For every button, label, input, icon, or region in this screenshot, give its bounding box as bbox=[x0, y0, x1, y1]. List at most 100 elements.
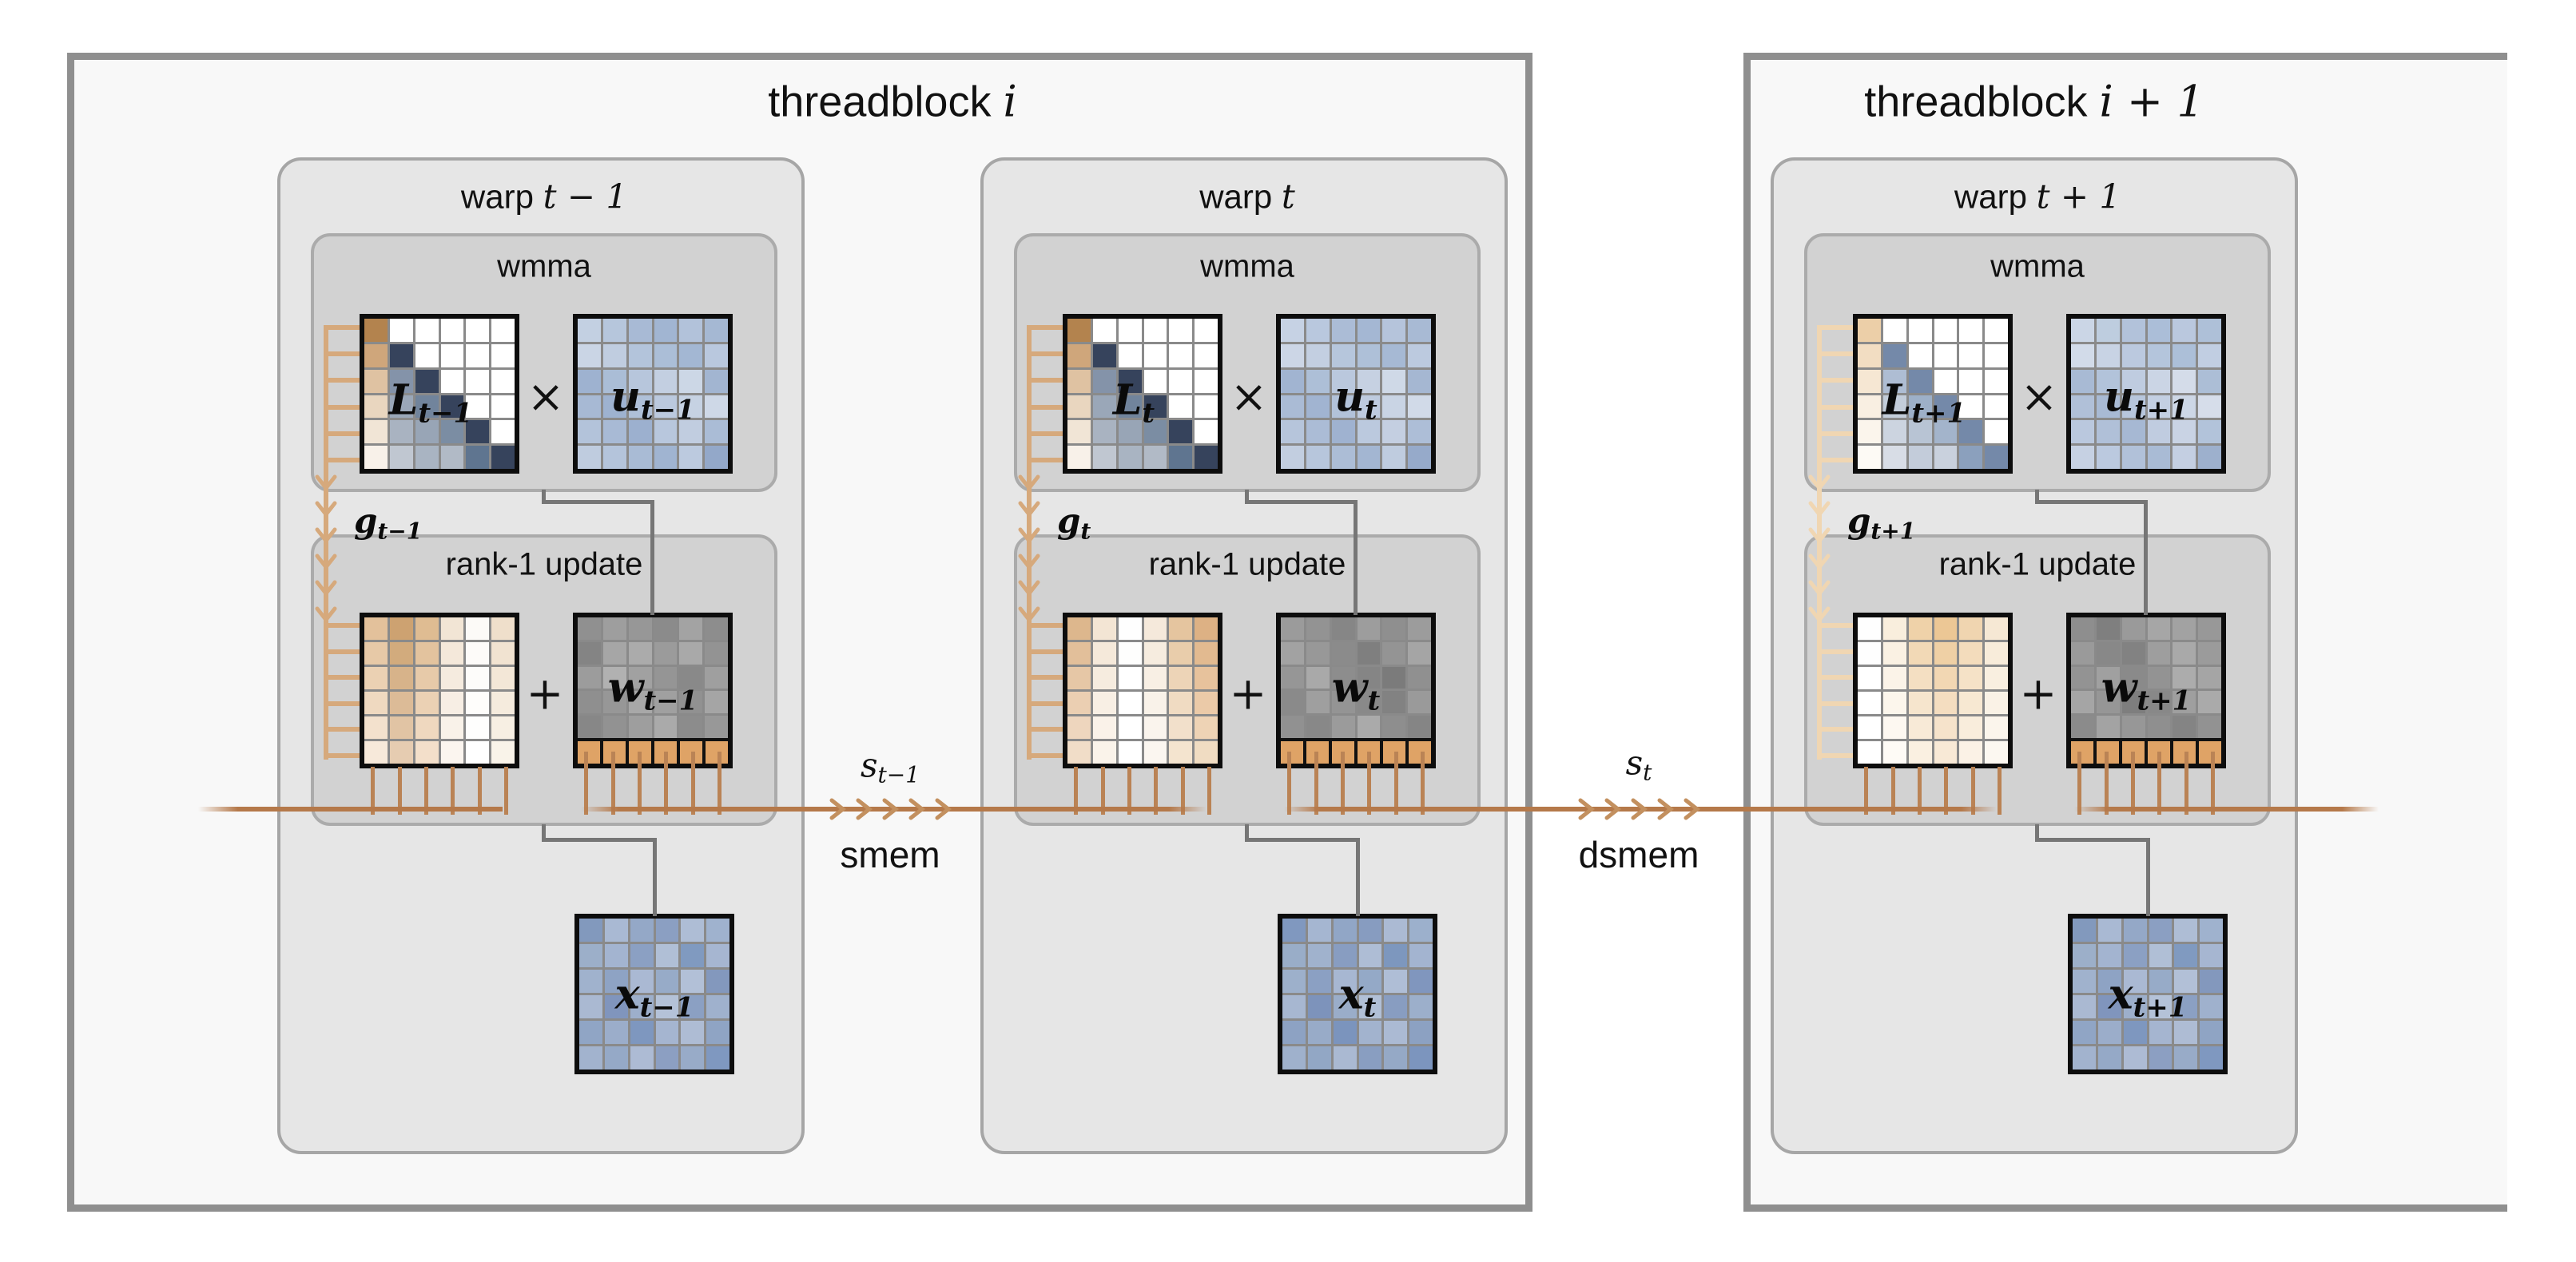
w-drop-0-4 bbox=[690, 752, 695, 815]
w-drop-0-1 bbox=[610, 752, 615, 815]
u-matrix-2-cell-r0c0 bbox=[2071, 319, 2094, 342]
connector-rank1-to-x-v1-2 bbox=[2035, 824, 2039, 842]
w-drop-1-5 bbox=[1420, 752, 1425, 815]
u-matrix-1-cell-r3c5 bbox=[1408, 395, 1431, 419]
connector-rank1-to-x-v2-0 bbox=[653, 838, 657, 916]
times-operator-2: × bbox=[2020, 371, 2058, 423]
L-comb-tooth-1-1 bbox=[1027, 351, 1063, 356]
L-matrix-0-cell-r1c3 bbox=[440, 343, 464, 367]
w-cell-r4c2 bbox=[2121, 716, 2145, 738]
w-cell-r0c2 bbox=[628, 617, 652, 640]
L-matrix-2-cell-r1c0 bbox=[1858, 343, 1881, 367]
u-matrix-0-cell-r0c1 bbox=[602, 319, 626, 342]
x-matrix-1-grid bbox=[1282, 919, 1433, 1070]
u-matrix-0-cell-r0c3 bbox=[654, 319, 678, 342]
decay-matrix-0-cell-r4c3 bbox=[440, 716, 464, 739]
warp-label-prefix: warp bbox=[460, 177, 543, 216]
L-comb-tooth-0-0 bbox=[324, 324, 360, 330]
u-matrix-0-grid bbox=[578, 319, 728, 469]
decay-drop-1-1 bbox=[1100, 767, 1105, 815]
w-cell-r2c1 bbox=[2096, 666, 2120, 689]
decay-matrix-1-cell-r0c4 bbox=[1169, 617, 1193, 640]
u-matrix-0-cell-r3c2 bbox=[628, 395, 652, 419]
u-matrix-2-cell-r5c0 bbox=[2071, 446, 2094, 469]
L-matrix-2-cell-r3c4 bbox=[1959, 395, 1983, 419]
L-matrix-label-2-sub: t+1 bbox=[1911, 397, 1966, 430]
threadblock-i1-title-text: threadblock bbox=[1864, 77, 2100, 126]
w-drop-1-0 bbox=[1287, 752, 1292, 815]
warp-label-1: warp t bbox=[1199, 177, 1295, 216]
decay-matrix-0-cell-r2c2 bbox=[415, 667, 439, 689]
u-matrix-1-cell-r1c5 bbox=[1408, 343, 1431, 367]
u-matrix-0-cell-r2c5 bbox=[705, 369, 728, 393]
L-matrix-label-1-main: L bbox=[1112, 375, 1143, 425]
decay-matrix-1-cell-r1c0 bbox=[1067, 642, 1091, 665]
u-matrix-2-cell-r5c5 bbox=[2198, 446, 2221, 469]
decay-matrix-2-cell-r5c5 bbox=[1985, 741, 2008, 764]
w-cell-r3c2 bbox=[628, 691, 652, 714]
u-matrix-0-cell-r3c1 bbox=[602, 395, 626, 419]
decay-drop-1-4 bbox=[1180, 767, 1185, 815]
decay-matrix-2-cell-r5c3 bbox=[1934, 741, 1958, 764]
connector-u-to-w-h-1 bbox=[1245, 500, 1358, 504]
decay-matrix-2-cell-r3c4 bbox=[1959, 692, 1983, 714]
u-matrix-2-cell-r1c5 bbox=[2198, 343, 2221, 367]
x-matrix-1-cell-r0c0 bbox=[1282, 919, 1306, 942]
g-arrow-chevron-2-5 bbox=[1808, 606, 1831, 624]
decay-drop-0-2 bbox=[423, 767, 428, 815]
w-cell-r3c0 bbox=[1281, 691, 1304, 714]
w-drop-2-5 bbox=[2210, 752, 2215, 815]
w-drop-1-1 bbox=[1314, 752, 1318, 815]
decay-matrix-0-cell-r5c5 bbox=[491, 741, 515, 764]
u-matrix-1-cell-r4c3 bbox=[1357, 420, 1381, 444]
decay-matrix-0-cell-r1c0 bbox=[364, 642, 388, 665]
u-matrix-0-cell-r4c3 bbox=[654, 420, 678, 444]
wmma-label-0: wmma bbox=[497, 248, 591, 284]
connector-rank1-to-x-v2-2 bbox=[2146, 838, 2150, 916]
g-label-sub: t+1 bbox=[1870, 518, 1916, 545]
decay-matrix-0-cell-r5c1 bbox=[389, 741, 413, 764]
u-matrix-2-cell-r5c2 bbox=[2121, 446, 2145, 469]
L-matrix-0-cell-r5c0 bbox=[364, 446, 388, 469]
decay-matrix-0-cell-r1c2 bbox=[415, 642, 439, 665]
w-cell-r2c5 bbox=[705, 666, 728, 689]
decay-matrix-1-cell-r5c0 bbox=[1067, 741, 1091, 764]
decay-matrix-1-cell-r3c1 bbox=[1092, 692, 1116, 714]
L-matrix-2-cell-r1c2 bbox=[1908, 343, 1932, 367]
decay-matrix-0-cell-r4c5 bbox=[491, 716, 515, 739]
L-matrix-1-cell-r5c1 bbox=[1092, 446, 1116, 469]
w-cell-r3c1 bbox=[602, 691, 626, 714]
L-matrix-2-cell-r0c2 bbox=[1908, 319, 1932, 342]
u-matrix-2-cell-r3c1 bbox=[2096, 395, 2120, 419]
u-matrix-1-cell-r4c0 bbox=[1281, 420, 1304, 444]
g-arrow-chevron-0-1 bbox=[315, 501, 337, 518]
decay-matrix-2-cell-r3c5 bbox=[1985, 692, 2008, 714]
L-matrix-1-cell-r2c1 bbox=[1092, 369, 1116, 393]
u-matrix-0-cell-r4c4 bbox=[679, 420, 703, 444]
u-matrix-1-cell-r5c2 bbox=[1331, 446, 1355, 469]
L-matrix-2-cell-r1c4 bbox=[1959, 343, 1983, 367]
w-cell-r3c1 bbox=[1306, 691, 1330, 714]
u-matrix-2-cell-r3c3 bbox=[2147, 395, 2171, 419]
decay-matrix-1-cell-r5c3 bbox=[1143, 741, 1167, 764]
w-cell-r0c4 bbox=[2173, 617, 2196, 640]
x-matrix-0-cell-r5c0 bbox=[579, 1046, 602, 1070]
decay-drop-0-1 bbox=[397, 767, 402, 815]
L-comb-tooth-0-5 bbox=[324, 458, 360, 463]
L-comb-tooth-1-4 bbox=[1027, 431, 1063, 436]
s-t-main: s bbox=[1625, 743, 1644, 783]
u-matrix-0-cell-r5c2 bbox=[628, 446, 652, 469]
decay-matrix-0-cell-r0c5 bbox=[491, 617, 515, 640]
x-matrix-1-cell-r3c3 bbox=[1358, 995, 1382, 1018]
state-label-s-t-1: st−1 bbox=[861, 746, 920, 788]
x-matrix-1-cell-r0c3 bbox=[1358, 919, 1382, 942]
g-arrow-chevron-0-4 bbox=[315, 580, 337, 597]
threadblock-i1-title: threadblock i + 1 bbox=[1864, 77, 2204, 127]
decay-matrix-2-cell-r5c0 bbox=[1858, 741, 1881, 764]
decay-matrix-2 bbox=[1853, 613, 2013, 768]
s-t-sub: t bbox=[1643, 759, 1652, 786]
u-matrix-2-cell-r2c4 bbox=[2173, 369, 2196, 393]
w-cell-r1c1 bbox=[602, 641, 626, 665]
g-label-2: gt+1 bbox=[1847, 502, 1915, 545]
L-matrix-2-cell-r4c3 bbox=[1934, 420, 1958, 444]
